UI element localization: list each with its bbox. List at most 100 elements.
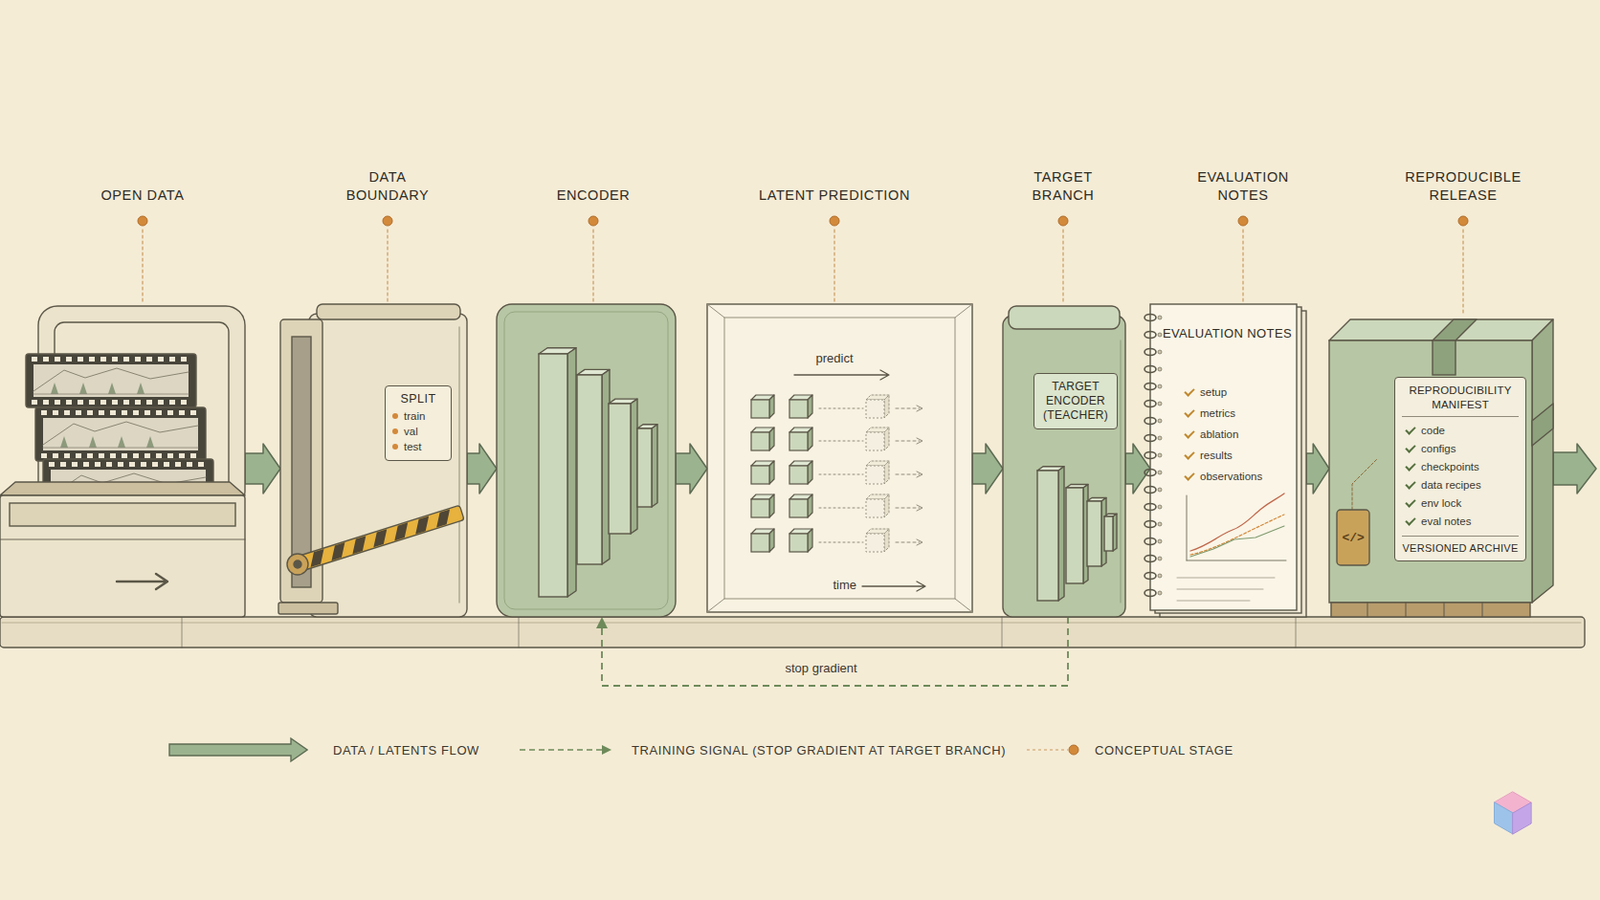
glass-box	[707, 304, 973, 613]
cube-side	[807, 427, 813, 451]
cabinet-cap	[316, 304, 461, 320]
sketch-rect	[77, 356, 84, 362]
sketch-rect	[87, 453, 93, 459]
sketch-rect	[155, 410, 162, 416]
cube-front	[789, 466, 808, 485]
sketch-rect	[98, 410, 105, 416]
sketch-rect	[152, 462, 158, 467]
sketch-rect	[157, 356, 164, 362]
prediction-chamber: LATENT PREDICTIONpredicttime	[707, 304, 973, 613]
split-panel: SPLITtrainvaltest	[384, 385, 452, 462]
list-item: checkpoints	[1401, 458, 1519, 477]
block-arrow	[1306, 444, 1330, 494]
sketch-line	[895, 474, 920, 476]
sketch-line	[895, 508, 920, 510]
sketch-rect	[43, 418, 199, 451]
crate-side	[1532, 319, 1554, 603]
list-item: train	[392, 408, 445, 424]
sketch-line	[458, 327, 460, 603]
sketch-rect	[43, 356, 49, 362]
sketch-rect	[83, 462, 89, 467]
machine-outline	[0, 306, 245, 618]
sketch-rect	[146, 400, 153, 405]
spiral-ring	[1144, 487, 1156, 494]
spiral-ring	[1144, 418, 1156, 425]
sketch-rect	[144, 410, 151, 416]
tray-arrow	[116, 574, 168, 590]
sketch-rect	[88, 400, 95, 405]
tray-lip	[0, 482, 245, 496]
cube-front	[866, 466, 885, 485]
stop-gradient-connector	[596, 617, 1068, 687]
leader-line	[1242, 229, 1244, 302]
sketch-rect	[198, 462, 204, 467]
checklist-item: metrics	[1184, 405, 1236, 422]
sketch-rect	[41, 410, 47, 416]
legend-arrowhead	[601, 745, 612, 756]
leader-line	[1462, 229, 1464, 313]
block-arrow	[972, 444, 1003, 494]
cube-side	[769, 494, 775, 518]
cube-side	[769, 427, 775, 451]
leader-line	[592, 229, 594, 302]
spiral-ring	[1144, 314, 1156, 322]
legend-sample	[168, 736, 309, 764]
crate-front	[1329, 340, 1533, 603]
stage-dot	[382, 216, 393, 226]
sketch-line	[895, 441, 920, 443]
notebook-heading: EVALUATION NOTES	[1157, 325, 1297, 343]
cube-side	[807, 529, 813, 553]
leader-line	[141, 229, 143, 304]
stage-heading: TARGET BRANCH	[1017, 168, 1110, 205]
release-crate: REPRODUCIBLE RELEASEREPRODUCIBILITY MANI…	[1329, 315, 1554, 618]
logo-cube	[1494, 802, 1513, 835]
legend-dotted	[1026, 749, 1068, 751]
sketch-rect	[134, 400, 141, 405]
checklist-item: observations	[1184, 468, 1263, 485]
sketch-line	[916, 438, 923, 445]
stage-heading: EVALUATION NOTES	[1183, 168, 1303, 205]
cube-side	[884, 461, 889, 485]
sketch-rect	[48, 462, 55, 467]
cube-side	[884, 529, 889, 553]
conveyor-edge	[1, 622, 1581, 624]
sketch-rect	[31, 356, 38, 362]
flow-arrow	[244, 444, 281, 494]
chart-line	[1190, 514, 1285, 556]
sketch-line	[1367, 602, 1483, 618]
sketch-rect	[295, 505, 465, 572]
sketch-rect	[121, 453, 128, 459]
sketch-line	[79, 382, 88, 395]
predict-arrow	[794, 370, 889, 380]
spiral-ring	[1144, 504, 1156, 512]
sketch-rect	[133, 453, 139, 459]
sketch-rect	[111, 356, 118, 362]
sketch-line	[306, 549, 328, 568]
sketch-rect	[54, 400, 61, 405]
machine-outline	[1002, 306, 1126, 618]
stage-heading: DATA BOUNDARY	[337, 168, 438, 205]
sketch-rect	[180, 400, 187, 405]
block-arrow	[675, 444, 708, 494]
sketch-rect	[163, 462, 170, 467]
bar-front	[1104, 516, 1113, 552]
list-item: data recipes	[1401, 476, 1519, 495]
sketch-rect	[169, 356, 176, 362]
sketch-line	[819, 508, 864, 510]
legend-text: CONCEPTUAL STAGE	[1094, 743, 1234, 758]
list-item: env lock	[1401, 494, 1519, 513]
sketch-rect	[98, 453, 105, 459]
barrier-arm	[295, 505, 465, 572]
edge-label: stop gradient	[782, 661, 861, 676]
crate-top	[1329, 319, 1554, 341]
sketch-rect	[146, 356, 153, 362]
panel-heading: REPRODUCIBILITY MANIFEST	[1401, 383, 1519, 418]
bar-front	[577, 375, 602, 565]
sketch-line	[707, 304, 973, 613]
legend-dash	[519, 749, 603, 752]
sketch-line	[108, 382, 116, 395]
cube-side	[807, 461, 813, 485]
flow-arrow	[1125, 444, 1151, 494]
sketch-line	[916, 471, 923, 478]
